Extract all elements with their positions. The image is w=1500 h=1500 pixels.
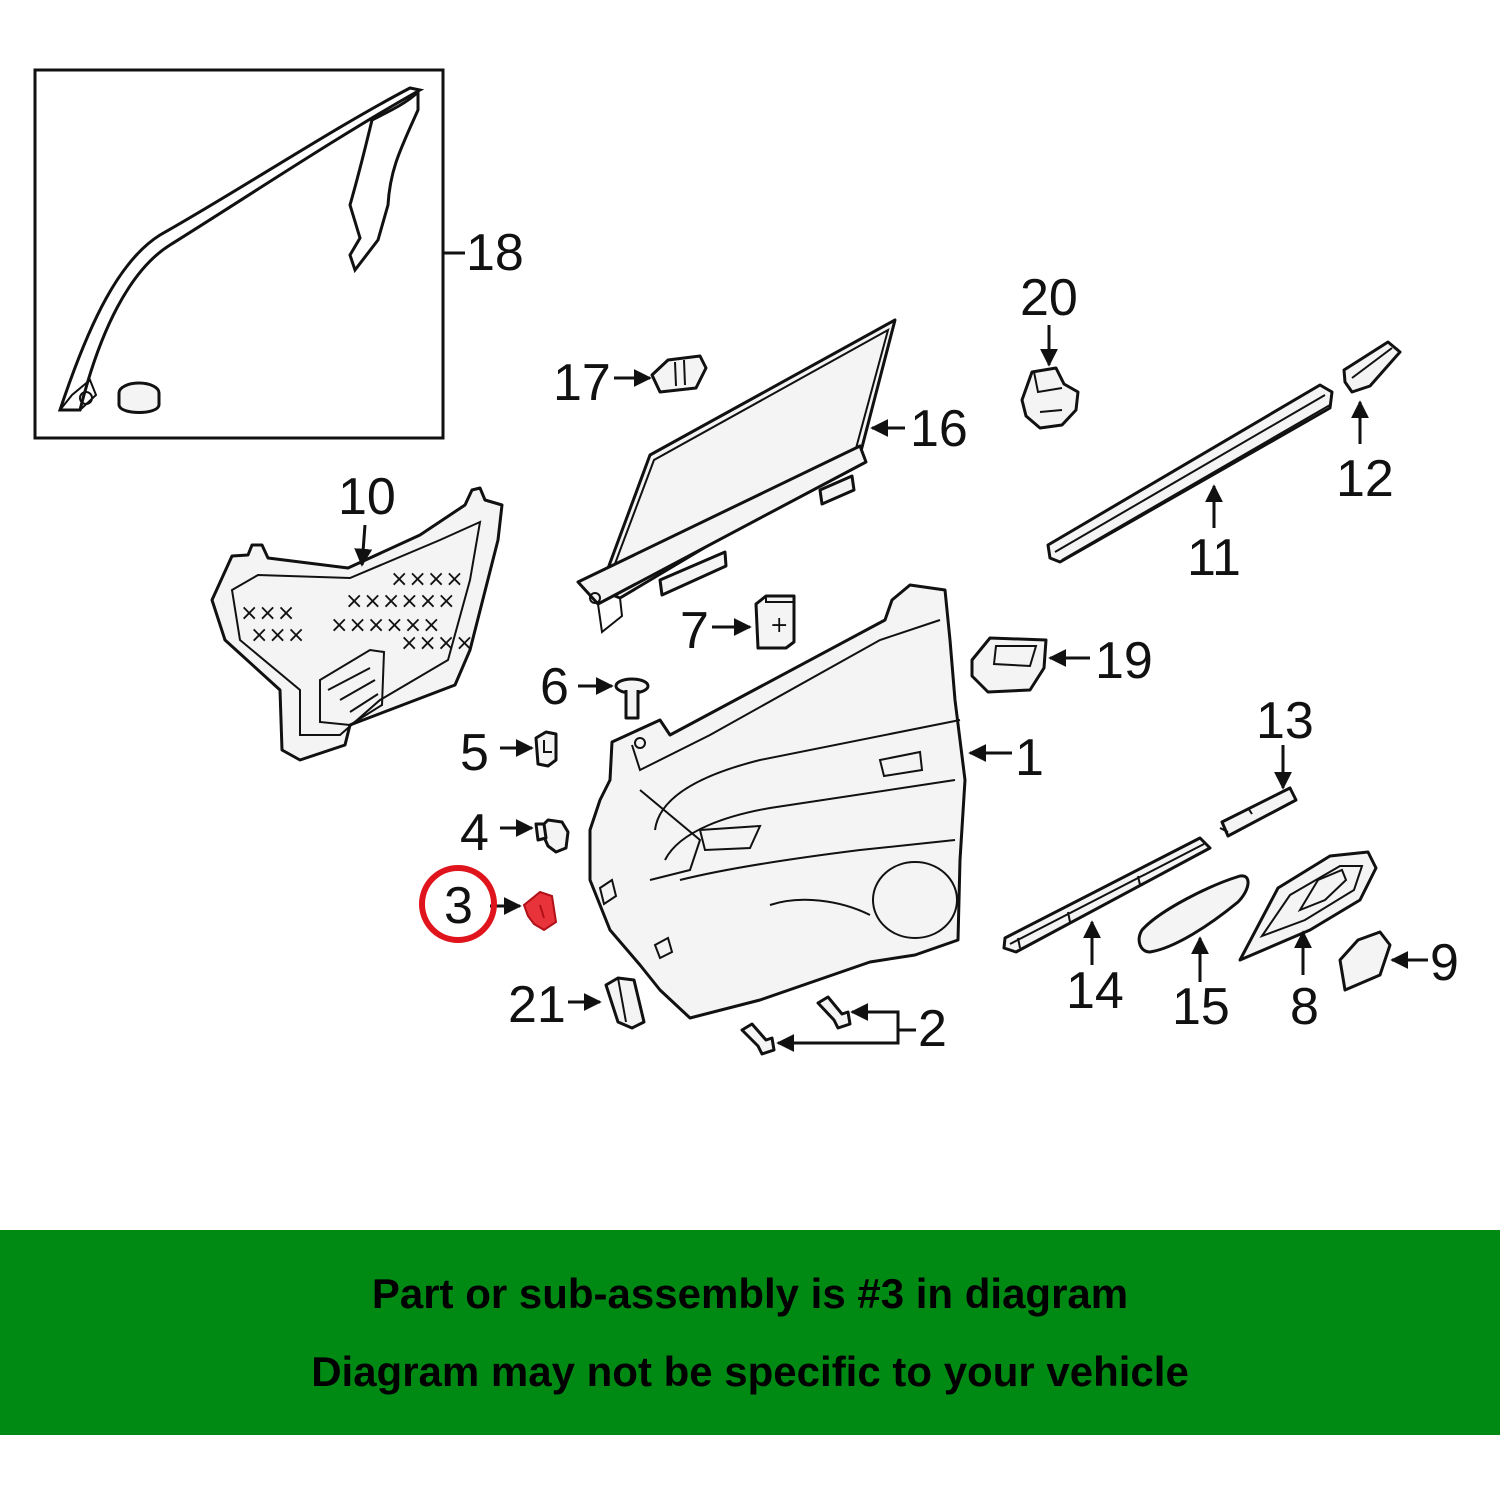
highlight-circle: [419, 865, 497, 943]
callout-21: 21: [508, 976, 566, 1034]
part-10-door-insulator: ××× ××× ×××××× ×××××× ×××× ××××: [210, 486, 504, 762]
part-11-belt-moulding: [1046, 383, 1334, 564]
svg-text:××××: ××××: [390, 567, 464, 592]
svg-text:+: +: [770, 613, 788, 638]
part-1-door-trim-panel: [588, 583, 1012, 1020]
info-banner: Part or sub-assembly is #3 in diagram Di…: [0, 1230, 1500, 1435]
part-6-retainer-pin: [578, 677, 650, 720]
callout-20: 20: [1020, 269, 1078, 327]
callout-6: 6: [540, 658, 569, 716]
callout-17: 17: [553, 354, 611, 412]
svg-text:×××: ×××: [250, 623, 305, 648]
svg-text:××××: ××××: [400, 631, 474, 656]
part-7-cover: +: [712, 594, 796, 650]
part-14-garnish: [1002, 836, 1212, 965]
part-17-clip: [614, 354, 708, 394]
part-15-armrest-pad: [1137, 874, 1250, 982]
part-21-pad: [568, 976, 646, 1030]
callout-10: 10: [338, 468, 396, 526]
part-12-end-cap: [1342, 340, 1402, 444]
callout-18: 18: [466, 224, 524, 282]
banner-line-part: Part or sub-assembly is #3 in diagram: [371, 1270, 1129, 1317]
callout-13: 13: [1256, 692, 1314, 750]
banner-line-disclaimer: Diagram may not be specific to your vehi…: [311, 1348, 1189, 1395]
part-4-push-pin: [500, 818, 570, 854]
part-20-window-switch: [1020, 325, 1080, 430]
svg-text:××××××: ××××××: [330, 613, 441, 638]
part-9-cover: [1338, 930, 1428, 992]
part-16-sunshade: [576, 318, 905, 634]
callout-8: 8: [1290, 978, 1319, 1036]
part-13-trim-strip: [1219, 745, 1298, 838]
part-2-screws: [740, 995, 916, 1056]
svg-text:×××: ×××: [240, 601, 295, 626]
part-8-handle-bezel: [1238, 850, 1378, 975]
callout-4: 4: [460, 804, 489, 862]
callout-1: 1: [1015, 729, 1044, 787]
part-3-highlighted-clip: [419, 865, 558, 943]
callout-9: 9: [1430, 934, 1459, 992]
callout-3: 3: [444, 877, 473, 935]
svg-text:××××××: ××××××: [345, 589, 456, 614]
callout-12: 12: [1336, 450, 1394, 508]
callout-15: 15: [1172, 978, 1230, 1036]
callout-5: 5: [460, 724, 489, 782]
callout-7: 7: [680, 602, 709, 660]
callout-16: 16: [910, 400, 968, 458]
callout-19: 19: [1095, 632, 1153, 690]
part-5-clip: [500, 730, 558, 768]
callout-14: 14: [1066, 962, 1124, 1020]
callout-11: 11: [1187, 529, 1241, 587]
parts-diagram: 18 ××× ××× ×××××× ×××××× ×××× ×××× 10 17…: [33, 68, 1459, 1058]
part-18-window-frame-moulding: [33, 68, 465, 440]
part-19-switch-bezel: [970, 636, 1090, 694]
callout-2: 2: [918, 1000, 947, 1058]
